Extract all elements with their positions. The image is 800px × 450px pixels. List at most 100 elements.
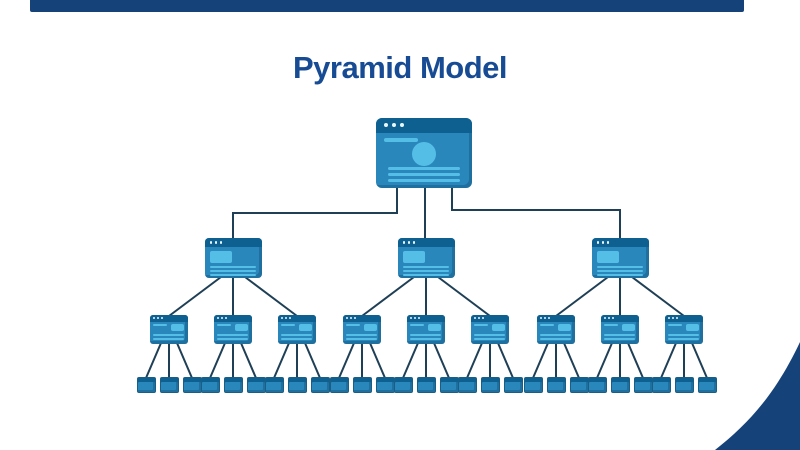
subbranch-browser-window-icon — [407, 315, 445, 344]
content-line — [384, 138, 418, 142]
leaf-window-icon — [480, 377, 500, 393]
window-dot — [612, 317, 614, 319]
content-line — [604, 338, 635, 340]
subbranch-browser-window-icon — [601, 315, 639, 344]
content-block — [402, 251, 425, 263]
leaf-window-icon — [329, 377, 349, 393]
window-titlebar — [537, 315, 575, 322]
content-line — [604, 324, 618, 326]
window-dot — [606, 241, 609, 244]
leaf-window-icon — [651, 377, 671, 393]
leaf-window-icon — [287, 377, 307, 393]
content-block — [596, 251, 619, 263]
leaf-window-icon — [633, 377, 653, 393]
window-titlebar — [278, 315, 316, 322]
window-titlebar — [150, 315, 188, 322]
leaf-window-icon — [200, 377, 220, 393]
content-line — [668, 334, 699, 336]
window-titlebar — [471, 315, 509, 322]
leaf-window-icon — [569, 377, 589, 393]
content-line — [217, 324, 231, 326]
content-line — [209, 270, 256, 272]
leaf-window-icon — [352, 377, 372, 393]
window-titlebar — [214, 315, 252, 322]
content-block — [209, 251, 232, 263]
window-dot — [482, 317, 484, 319]
window-dot — [217, 317, 219, 319]
window-dot — [418, 317, 420, 319]
window-dot — [548, 317, 550, 319]
window-dot — [412, 241, 415, 244]
leaf-window-icon — [546, 377, 566, 393]
content-line — [153, 334, 184, 336]
content-block — [428, 324, 441, 331]
content-line — [402, 270, 449, 272]
window-titlebar — [397, 238, 455, 247]
window-dot — [410, 317, 412, 319]
content-line — [474, 338, 505, 340]
content-line — [540, 324, 554, 326]
window-dot — [668, 317, 670, 319]
leaf-window-icon — [223, 377, 243, 393]
window-dot — [157, 317, 159, 319]
subbranch-browser-window-icon — [343, 315, 381, 344]
leaf-window-icon — [375, 377, 395, 393]
content-line — [410, 334, 441, 336]
content-line — [410, 324, 424, 326]
subbranch-browser-window-icon — [537, 315, 575, 344]
bottom-right-curve — [715, 342, 800, 450]
window-dot — [676, 317, 678, 319]
leaf-window-icon — [457, 377, 477, 393]
window-dot — [608, 317, 610, 319]
slide-title: Pyramid Model — [293, 50, 508, 85]
content-line — [217, 338, 248, 340]
content-block — [558, 324, 571, 331]
window-dot — [281, 317, 283, 319]
window-titlebar — [601, 315, 639, 322]
window-titlebar — [343, 315, 381, 322]
content-line — [540, 334, 571, 336]
leaf-window-icon — [393, 377, 413, 393]
content-line — [346, 324, 360, 326]
subbranch-browser-window-icon — [471, 315, 509, 344]
leaf-window-icon — [310, 377, 330, 393]
branch-browser-window-icon — [591, 238, 649, 278]
window-dot — [225, 317, 227, 319]
window-dot — [596, 241, 599, 244]
content-line — [474, 334, 505, 336]
subbranch-browser-window-icon — [214, 315, 252, 344]
window-dot — [414, 317, 416, 319]
content-line — [281, 334, 312, 336]
window-dot — [384, 123, 388, 127]
window-dot — [400, 123, 404, 127]
leaf-window-icon — [587, 377, 607, 393]
subbranch-browser-window-icon — [665, 315, 703, 344]
content-line — [540, 338, 571, 340]
content-line — [388, 173, 460, 176]
window-dot — [350, 317, 352, 319]
window-dot — [219, 241, 222, 244]
content-line — [596, 274, 643, 276]
content-line — [596, 270, 643, 272]
branch-browser-window-icon — [204, 238, 262, 278]
content-block — [492, 324, 505, 331]
leaf-window-icon — [416, 377, 436, 393]
window-dot — [392, 123, 396, 127]
window-dot — [285, 317, 287, 319]
window-titlebar — [591, 238, 649, 247]
leaf-window-icon — [523, 377, 543, 393]
content-circle — [412, 142, 436, 166]
window-dot — [402, 241, 405, 244]
window-titlebar — [665, 315, 703, 322]
content-line — [281, 338, 312, 340]
content-line — [209, 266, 256, 268]
leaf-window-icon — [159, 377, 179, 393]
branch-browser-window-icon — [397, 238, 455, 278]
window-dot — [346, 317, 348, 319]
window-dot — [474, 317, 476, 319]
window-dot — [161, 317, 163, 319]
content-line — [209, 274, 256, 276]
window-dot — [544, 317, 546, 319]
window-dot — [153, 317, 155, 319]
